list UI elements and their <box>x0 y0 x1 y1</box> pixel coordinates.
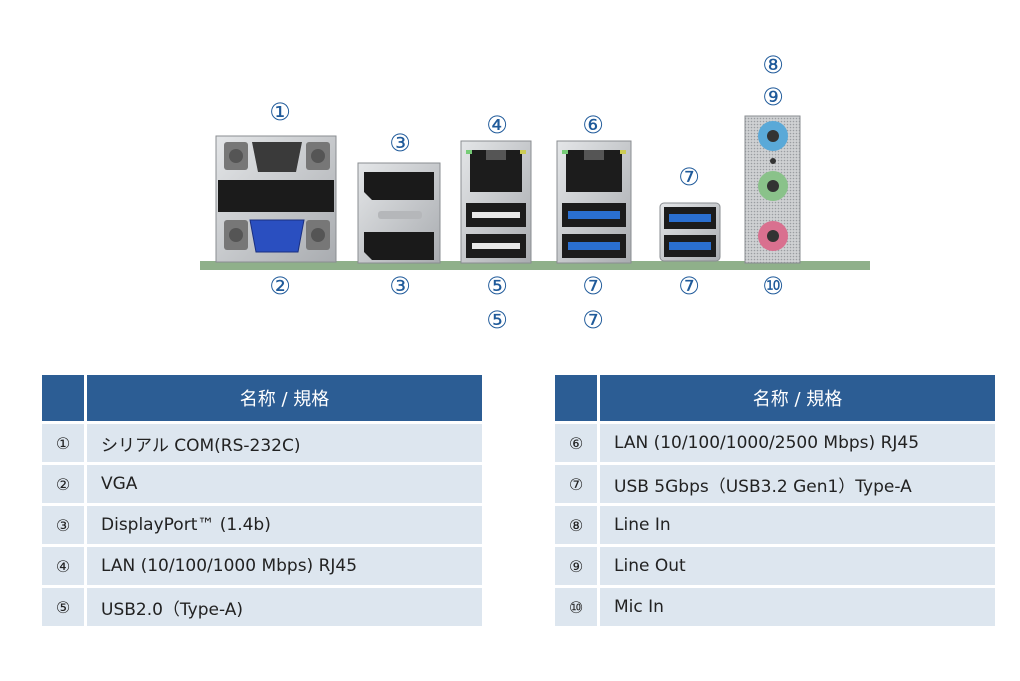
row-index: ② <box>42 465 87 503</box>
header-title: 名称 / 規格 <box>600 375 995 421</box>
table-row: ③ DisplayPort™ (1.4b) <box>42 506 482 544</box>
row-name: DisplayPort™ (1.4b) <box>87 506 482 544</box>
table-row: ⑤ USB2.0（Type-A) <box>42 588 482 626</box>
audio-jack-panel <box>744 115 801 264</box>
marker-usb2-a: ⑤ <box>486 272 508 300</box>
table-row: ① シリアル COM(RS-232C) <box>42 424 482 462</box>
table-row: ④ LAN (10/100/1000 Mbps) RJ45 <box>42 547 482 585</box>
spec-table-right: 名称 / 規格 ⑥ LAN (10/100/1000/2500 Mbps) RJ… <box>555 372 995 629</box>
row-name: Mic In <box>600 588 995 626</box>
marker-lan2: ⑥ <box>582 111 604 139</box>
row-index: ⑥ <box>555 424 600 462</box>
row-name: VGA <box>87 465 482 503</box>
row-name: LAN (10/100/1000 Mbps) RJ45 <box>87 547 482 585</box>
header-index-cell <box>42 375 87 421</box>
marker-usb3-a: ⑦ <box>582 272 604 300</box>
row-index: ⑩ <box>555 588 600 626</box>
displayport-connector <box>357 162 441 264</box>
row-name: USB2.0（Type-A) <box>87 588 482 626</box>
marker-usb3-b: ⑦ <box>582 306 604 334</box>
io-panel-diagram: ① ② ③ ③ ④ ⑤ ⑤ ⑥ ⑦ ⑦ ⑦ ⑦ ⑧ ⑨ ⑩ <box>200 51 870 334</box>
table-row: ⑦ USB 5Gbps（USB3.2 Gen1）Type-A <box>555 465 995 503</box>
spec-table-left: 名称 / 規格 ① シリアル COM(RS-232C) ② VGA ③ Disp… <box>42 372 482 629</box>
marker-usb2-b: ⑤ <box>486 306 508 334</box>
pcb-board <box>200 261 870 270</box>
row-index: ① <box>42 424 87 462</box>
table-row: ⑧ Line In <box>555 506 995 544</box>
lan1-usb2-connector <box>460 140 532 264</box>
table-row: ⑥ LAN (10/100/1000/2500 Mbps) RJ45 <box>555 424 995 462</box>
marker-serial: ① <box>269 98 291 126</box>
table-row: ② VGA <box>42 465 482 503</box>
row-name: シリアル COM(RS-232C) <box>87 424 482 462</box>
row-index: ③ <box>42 506 87 544</box>
row-index: ⑨ <box>555 547 600 585</box>
usb3-double-connector <box>659 202 721 262</box>
serial-vga-connector <box>215 135 337 263</box>
row-name: Line In <box>600 506 995 544</box>
table-row: ⑩ Mic In <box>555 588 995 626</box>
marker-line-out: ⑨ <box>762 83 784 111</box>
table-header-row: 名称 / 規格 <box>555 375 995 421</box>
marker-mic-in: ⑩ <box>762 272 784 300</box>
lan2-usb3-connector <box>556 140 632 264</box>
marker-vga: ② <box>269 272 291 300</box>
marker-dp-bottom: ③ <box>389 272 411 300</box>
row-index: ⑦ <box>555 465 600 503</box>
marker-usb3-c: ⑦ <box>678 163 700 191</box>
marker-lan1: ④ <box>486 111 508 139</box>
row-index: ④ <box>42 547 87 585</box>
table-header-row: 名称 / 規格 <box>42 375 482 421</box>
table-row: ⑨ Line Out <box>555 547 995 585</box>
marker-usb3-d: ⑦ <box>678 272 700 300</box>
row-index: ⑧ <box>555 506 600 544</box>
header-title: 名称 / 規格 <box>87 375 482 421</box>
row-index: ⑤ <box>42 588 87 626</box>
marker-line-in: ⑧ <box>762 51 784 79</box>
row-name: Line Out <box>600 547 995 585</box>
row-name: USB 5Gbps（USB3.2 Gen1）Type-A <box>600 465 995 503</box>
marker-dp-top: ③ <box>389 129 411 157</box>
row-name: LAN (10/100/1000/2500 Mbps) RJ45 <box>600 424 995 462</box>
header-index-cell <box>555 375 600 421</box>
